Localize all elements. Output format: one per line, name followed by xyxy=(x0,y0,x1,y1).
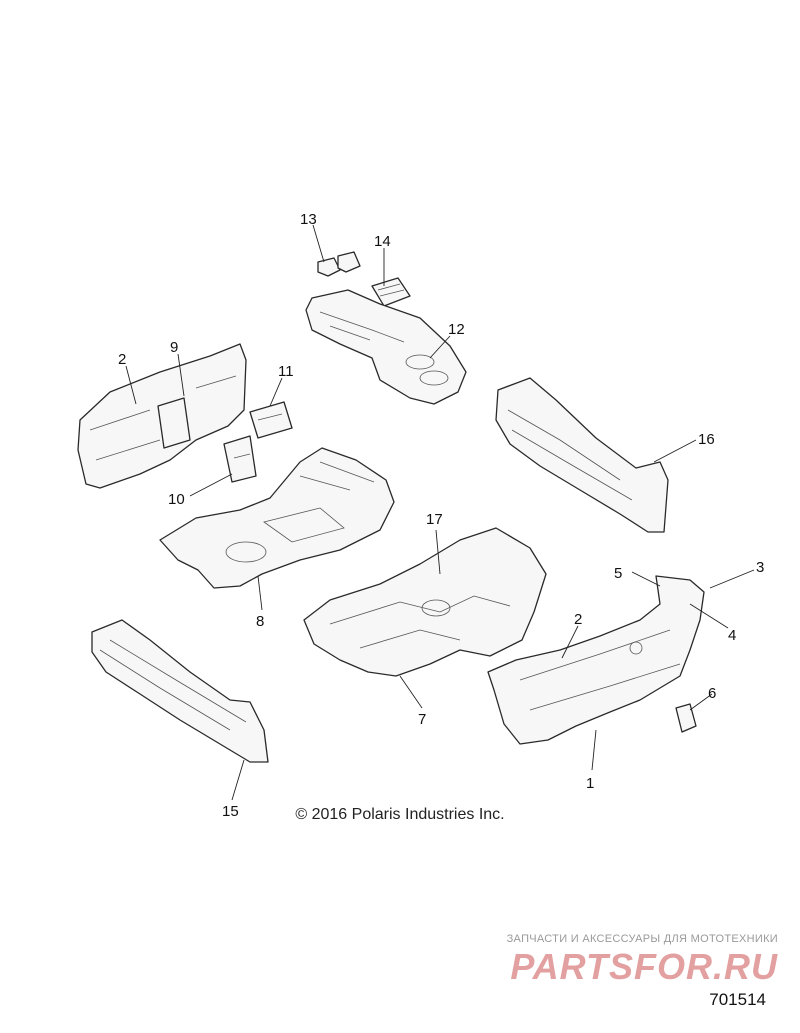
callout-3: 3 xyxy=(756,559,764,576)
part-6-bracket xyxy=(675,703,697,733)
watermark-brand: PARTSFOR.RU xyxy=(510,946,778,987)
callout-2-left: 2 xyxy=(118,351,126,368)
part-15-left-rocker xyxy=(91,619,269,763)
callout-16: 16 xyxy=(698,431,715,448)
callout-9: 9 xyxy=(170,339,178,356)
part-10-cover xyxy=(223,435,257,483)
callout-1: 1 xyxy=(586,775,594,792)
callout-7: 7 xyxy=(418,711,426,728)
part-11-panel xyxy=(249,401,293,439)
part-8-floor-tray xyxy=(159,447,395,589)
part-12-upper-console xyxy=(305,289,467,405)
part-1-right-firewall xyxy=(487,575,705,745)
callout-6: 6 xyxy=(708,685,716,702)
part-16-right-rocker xyxy=(495,377,669,533)
callout-17: 17 xyxy=(426,511,443,528)
callout-2-right: 2 xyxy=(574,611,582,628)
callout-14: 14 xyxy=(374,233,391,250)
callout-13: 13 xyxy=(300,211,317,228)
copyright-notice: © 2016 Polaris Industries Inc. xyxy=(295,806,505,823)
callout-12: 12 xyxy=(448,321,465,338)
part-14-console-cover xyxy=(371,277,411,307)
leader-lines xyxy=(125,224,755,801)
callout-10: 10 xyxy=(168,491,185,508)
callout-4: 4 xyxy=(728,627,736,644)
callout-5: 5 xyxy=(614,565,622,582)
callout-11: 11 xyxy=(278,363,294,380)
part-13-clips xyxy=(317,251,361,277)
callout-labels: 13 14 12 2 9 11 10 16 8 17 5 3 2 4 6 7 1… xyxy=(118,211,764,820)
figure-number: 701514 xyxy=(709,990,766,1009)
callout-8: 8 xyxy=(256,613,264,630)
watermark-tagline: ЗАПЧАСТИ И АКСЕССУАРЫ ДЛЯ МОТОТЕХНИКИ xyxy=(506,933,778,945)
part-2-dash-panel xyxy=(77,343,247,489)
callout-15: 15 xyxy=(222,803,239,820)
part-7-floor-pan xyxy=(303,527,547,677)
